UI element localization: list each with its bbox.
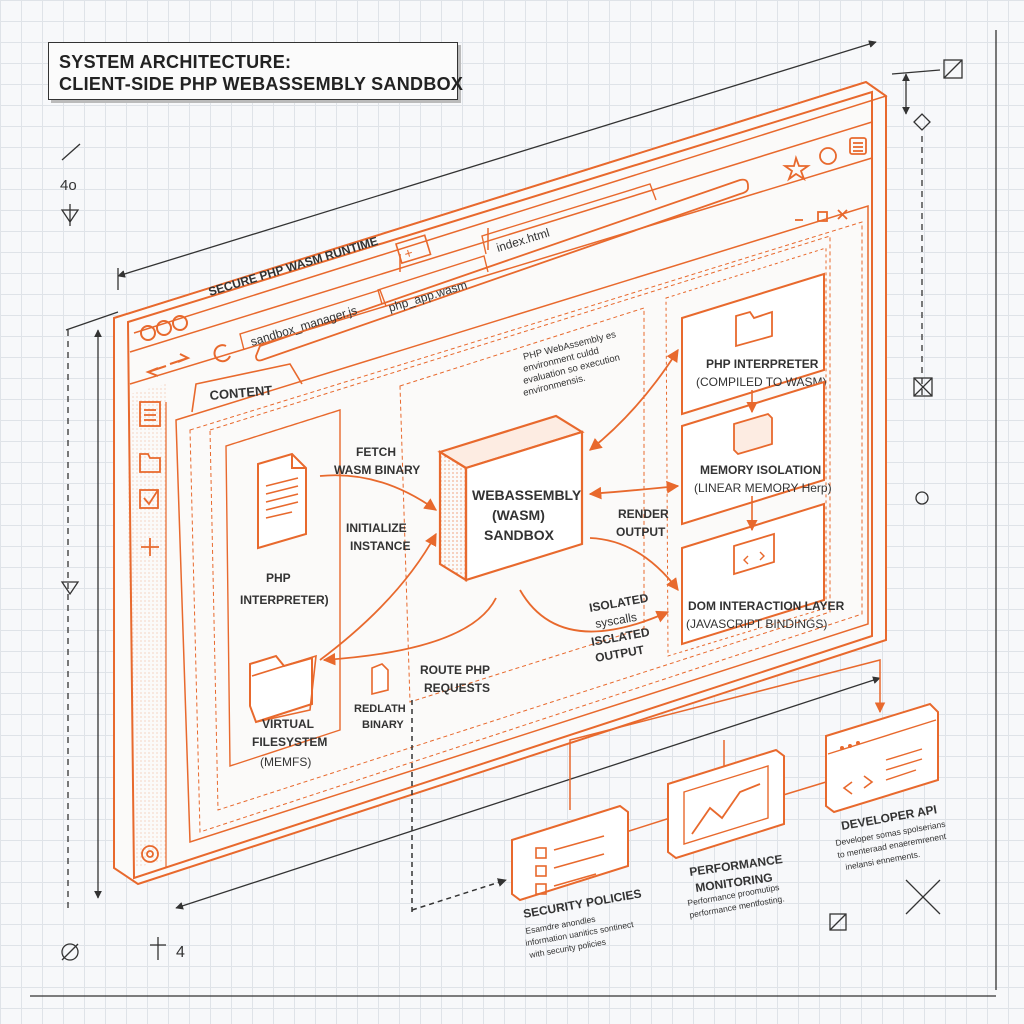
margin-mark-text-b: 4: [176, 944, 185, 961]
route-label-1: ROUTE PHP: [420, 663, 490, 677]
panel-2-subtitle: (LINEAR MEMORY Herp): [694, 481, 832, 495]
flow-arrows: [319, 348, 680, 666]
content-label: CONTENT: [209, 383, 273, 403]
init-label-1: INITIALIZE: [346, 521, 407, 535]
vfs-label-3: (MEMFS): [260, 755, 311, 769]
sidebar-doc-icon: [139, 401, 161, 427]
toolbar-icons[interactable]: [782, 137, 867, 222]
tab-outlines: [239, 183, 657, 351]
maximize-icon: [817, 211, 828, 222]
dimension-lines: [30, 30, 997, 997]
memory-block-icon: [733, 412, 773, 456]
vfs-label-2: FILESYSTEM: [252, 735, 327, 749]
sidebar-plus-icon: [141, 538, 159, 556]
external-links: [411, 659, 886, 912]
php-file-label-1: PHP: [266, 571, 291, 585]
line-chart-icon: [691, 783, 761, 835]
margin-marks: [60, 59, 963, 961]
fetch-label-1: FETCH: [356, 445, 396, 459]
vfs-node: VIRTUAL FILESYSTEM (MEMFS): [249, 654, 327, 769]
close-icon: [837, 209, 848, 220]
code-window-icon: [733, 532, 775, 576]
php-file-icon: [257, 452, 307, 550]
binary-doc-icon: [371, 663, 389, 696]
sidebar-settings-icon: [141, 845, 159, 863]
panel-1-title: PHP INTERPRETER: [706, 357, 819, 371]
right-panel-memory-isolation: MEMORY ISOLATION (LINEAR MEMORY Herp): [681, 380, 832, 526]
checklist-icon: [535, 835, 605, 895]
address-bar[interactable]: [255, 178, 749, 362]
panel-2-title: MEMORY ISOLATION: [700, 463, 821, 477]
sidebar-check-icon: [139, 489, 159, 509]
developer-api-node: DEVELOPER API Developer somas spolserian…: [825, 702, 947, 872]
render-label-1: RENDER: [618, 507, 669, 521]
code-brackets-icon: [842, 775, 874, 795]
sidebar-folder-icon: [139, 453, 161, 473]
new-tab-button[interactable]: [395, 234, 432, 265]
panel-3-subtitle: (JAVASCRIPT BINDINGS): [686, 617, 827, 631]
browser-nav-buttons[interactable]: [145, 344, 231, 377]
forward-arrow-icon: [169, 353, 191, 365]
performance-monitoring-node: PERFORMANCE MONITORING Performance proom…: [667, 748, 785, 920]
vfs-label-1: VIRTUAL: [262, 717, 314, 731]
redlath-label-2: BINARY: [362, 719, 404, 731]
folder-icon: [735, 310, 773, 348]
wasm-sandbox-cube: [437, 414, 585, 582]
php-file-node: PHP INTERPRETER): [240, 452, 329, 607]
fetch-label-2: WASM BINARY: [334, 463, 420, 477]
settings-icon: [819, 147, 837, 165]
sidebar-icons[interactable]: [139, 401, 161, 863]
menu-icon: [849, 137, 867, 155]
back-arrow-icon: [145, 365, 167, 377]
panel-1-subtitle: (COMPILED TO WASM): [696, 375, 826, 389]
sandbox-label-2: (WASM): [492, 507, 545, 523]
panel-3-title: DOM INTERACTION LAYER: [688, 599, 845, 613]
security-policies-node: SECURITY POLICIES Esamdre anondles infor…: [511, 804, 643, 960]
star-icon: [782, 154, 811, 182]
reload-icon: [213, 344, 231, 363]
render-label-2: OUTPUT: [616, 525, 666, 539]
redlath-label-1: REDLATH: [354, 703, 406, 715]
sandbox-label-3: SANDBOX: [484, 527, 555, 543]
route-label-2: REQUESTS: [424, 681, 490, 695]
sandbox-label-1: WEBASSEMBLY: [472, 487, 582, 503]
php-file-label-2: INTERPRETER): [240, 593, 329, 607]
window-traffic-lights[interactable]: [140, 315, 188, 341]
right-panel-php-interpreter: PHP INTERPRETER (COMPILED TO WASM): [681, 272, 826, 416]
content-label-tab: [191, 363, 303, 413]
margin-mark-text-a: 4o: [60, 177, 77, 194]
init-label-2: INSTANCE: [350, 539, 410, 553]
inner-panels: [209, 235, 831, 811]
right-panel-dom-interaction: DOM INTERACTION LAYER (JAVASCRIPT BINDIN…: [681, 502, 845, 646]
